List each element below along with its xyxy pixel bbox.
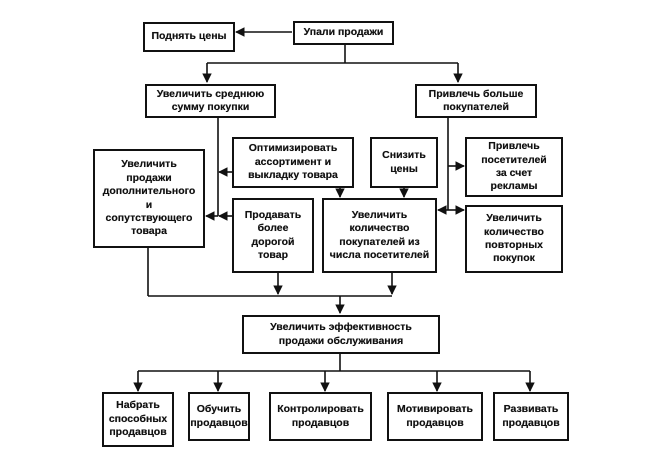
node-sell-more-expensive: Продавать более дорогой товар: [232, 198, 314, 273]
node-increase-additional-sales: Увеличить продажи дополнительного и сопу…: [93, 149, 205, 248]
node-lower-prices: Снизить цены: [370, 137, 438, 188]
node-sales-fell: Упали продажи: [293, 21, 394, 45]
node-develop-sellers: Развивать продавцов: [493, 392, 569, 441]
node-attract-by-ads: Привлечь посетителей за счет рекламы: [465, 137, 563, 197]
node-increase-conversion: Увеличить количество покупателей из числ…: [322, 198, 437, 273]
node-raise-prices: Поднять цены: [143, 22, 235, 52]
node-hire-capable-sellers: Набрать способных продавцов: [102, 392, 174, 447]
node-motivate-sellers: Мотивировать продавцов: [387, 392, 483, 441]
node-increase-average-check: Увеличить среднюю сумму покупки: [145, 84, 276, 118]
node-control-sellers: Контролировать продавцов: [269, 392, 372, 441]
node-increase-repeat-purchases: Увеличить количество повторных покупок: [465, 205, 563, 273]
node-train-sellers: Обучить продавцов: [188, 392, 250, 441]
node-optimize-assortment: Оптимизировать ассортимент и выкладку то…: [232, 137, 354, 188]
node-attract-more-buyers: Привлечь больше покупателей: [415, 84, 537, 118]
node-increase-efficiency: Увеличить эффективность продажи обслужив…: [242, 315, 440, 354]
